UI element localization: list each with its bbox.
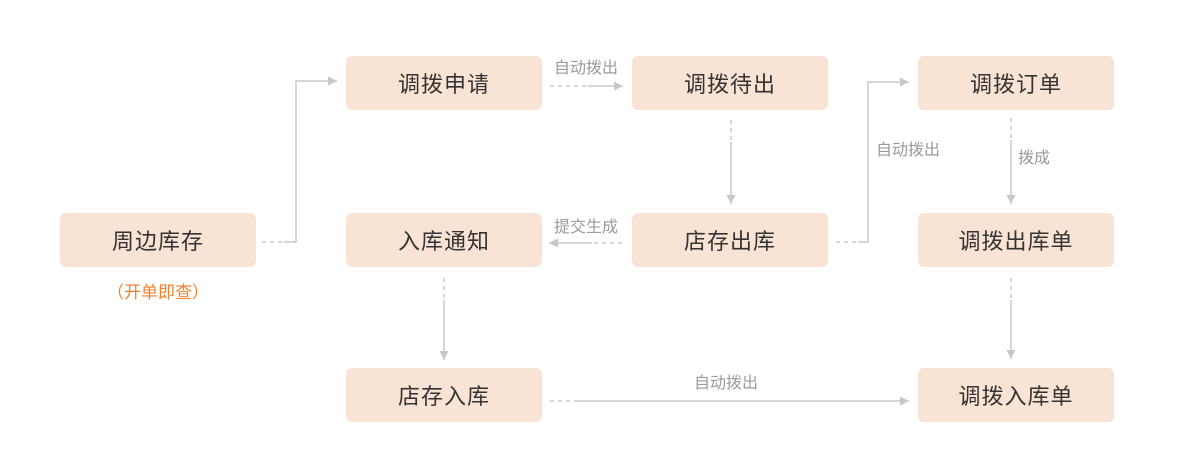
node-label: 入库通知	[397, 230, 490, 255]
node-transfer-order: 调拨订单	[918, 56, 1114, 110]
node-store-inbound: 店存入库	[346, 368, 542, 422]
node-inbound-notice: 入库通知	[346, 213, 542, 267]
connector-arrow	[858, 77, 909, 243]
node-label: 调拨订单	[969, 73, 1062, 98]
node-label: 调拨待出	[683, 73, 776, 98]
node-surrounding-stock: 周边库存	[60, 213, 256, 267]
connector-arrow	[284, 76, 337, 243]
node-note: （开单即查）	[107, 283, 209, 303]
edge-label-auto-transfer: 自动拨出	[693, 373, 758, 392]
connector-store-outbound-to-transfer-order	[836, 77, 909, 243]
node-transfer-request: 调拨申请	[346, 56, 542, 110]
node-label: 店存出库	[683, 230, 776, 255]
node-store-outbound: 店存出库	[632, 213, 828, 267]
node-transfer-outbound-slip: 调拨出库单	[918, 213, 1114, 267]
node-label: 周边库存	[111, 230, 204, 255]
node-transfer-pending-out: 调拨待出	[632, 56, 828, 110]
node-label: 调拨申请	[397, 73, 490, 98]
edge-label-submit-generate: 提交生成	[553, 217, 618, 236]
node-label: 店存入库	[397, 385, 490, 410]
node-label: 调拨入库单	[958, 385, 1074, 410]
edge-label-auto-transfer: 自动拨出	[553, 58, 618, 77]
edge-label-transfer-into: 拨成	[1018, 148, 1051, 167]
node-transfer-inbound-slip: 调拨入库单	[918, 368, 1114, 422]
edge-label-auto-transfer: 自动拨出	[876, 140, 941, 159]
connector-surrounding-stock-to-transfer-request	[262, 76, 337, 243]
node-label: 调拨出库单	[958, 230, 1074, 255]
